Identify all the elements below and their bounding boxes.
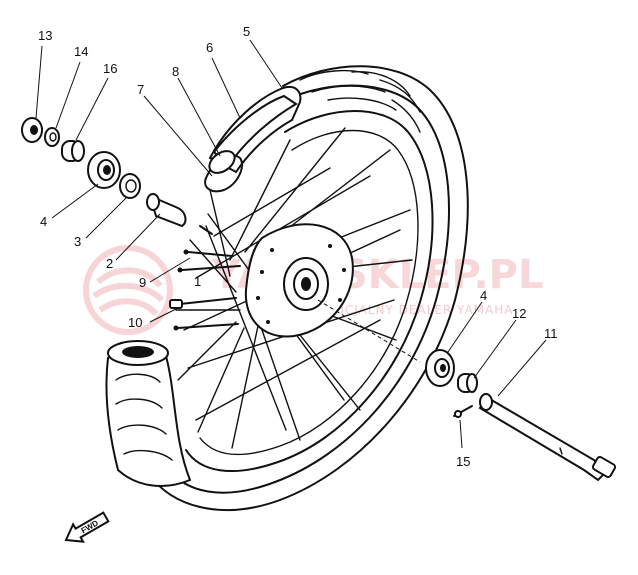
callout-16: 16: [103, 61, 117, 76]
callout-11: 11: [544, 326, 558, 341]
callout-2: 2: [106, 256, 113, 271]
callout-4-left: 4: [40, 214, 47, 229]
wheel-hub: [244, 223, 354, 338]
callout-13: 13: [38, 28, 52, 43]
callout-15: 15: [456, 454, 470, 469]
callouts: 13 14 16 4 3 2 9 1 10 8 7 6 5 4 12 11 15: [38, 24, 558, 469]
leader-lines: [35, 39, 547, 449]
callout-3: 3: [74, 234, 81, 249]
spoke-parts: [169, 225, 241, 331]
callout-7: 7: [137, 82, 144, 97]
tyre: [105, 65, 469, 511]
left-side-parts: [21, 117, 187, 228]
callout-4-right: 4: [480, 288, 487, 303]
callout-10: 10: [128, 315, 142, 330]
right-side-parts: [425, 349, 617, 482]
callout-9: 9: [139, 275, 146, 290]
fwd-arrow-icon: FWD: [64, 511, 110, 543]
callout-5: 5: [243, 24, 250, 39]
callout-6: 6: [206, 40, 213, 55]
callout-1: 1: [194, 274, 201, 289]
callout-14: 14: [74, 44, 88, 59]
callout-8: 8: [172, 64, 179, 79]
callout-12: 12: [512, 306, 526, 321]
